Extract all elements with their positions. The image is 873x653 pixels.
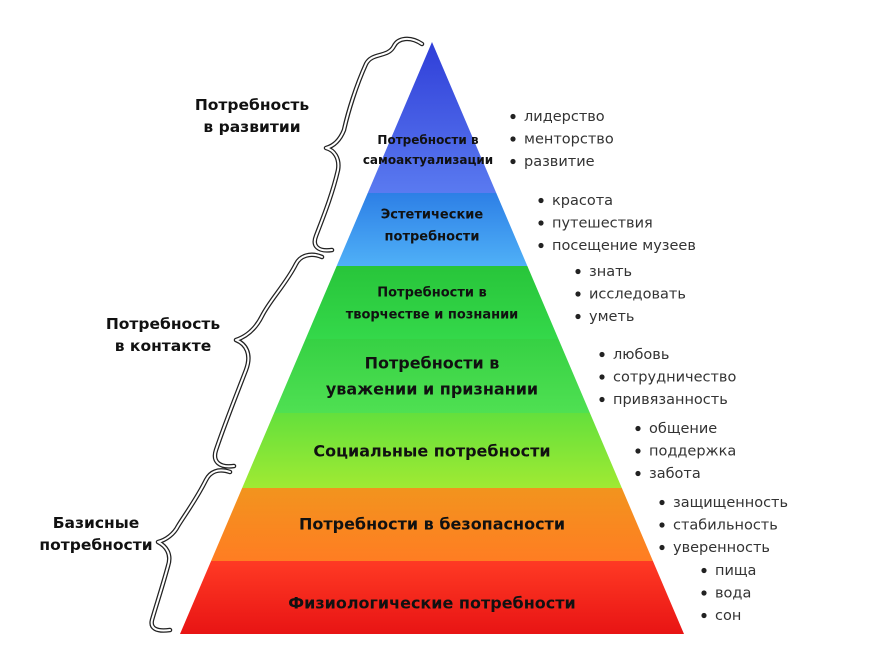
example-item: красота bbox=[552, 193, 613, 209]
bullet-dot bbox=[635, 425, 641, 432]
level-label-physio: Физиологические потребности bbox=[288, 594, 575, 613]
bullet-dot bbox=[701, 567, 707, 574]
example-item: посещение музеев bbox=[552, 238, 696, 254]
bullet-dot bbox=[575, 268, 581, 275]
brace-contact bbox=[212, 252, 325, 469]
examples-social: общение поддержка забота bbox=[635, 421, 736, 482]
brace-development bbox=[312, 36, 425, 253]
example-item: вода bbox=[715, 586, 751, 602]
group-label-basic: Базисные потребности bbox=[39, 514, 152, 554]
bullet-dot bbox=[538, 197, 544, 204]
bullet-dot bbox=[538, 242, 544, 249]
example-item: поддержка bbox=[649, 444, 736, 460]
group-label-development: Потребность в развитии bbox=[195, 96, 310, 136]
group-label-line: Потребность bbox=[106, 315, 221, 333]
example-item: стабильность bbox=[673, 518, 778, 534]
bullet-dot bbox=[510, 113, 516, 120]
example-item: уметь bbox=[589, 309, 634, 325]
level-label-self: самоактуализации bbox=[363, 153, 493, 167]
level-label-aesthetic: Эстетические bbox=[381, 208, 484, 223]
example-item: лидерство bbox=[524, 109, 605, 125]
bullet-dot bbox=[599, 351, 605, 358]
level-label-aesthetic: потребности bbox=[385, 230, 480, 245]
level-safety: Потребности в безопасности bbox=[211, 488, 653, 561]
level-label-respect: Потребности в bbox=[365, 354, 500, 373]
level-shape-social bbox=[242, 413, 622, 488]
group-label-line: Потребность bbox=[195, 96, 310, 114]
pyramid-layers: Потребности в самоактуализацииЭстетически… bbox=[180, 42, 684, 634]
example-item: пища bbox=[715, 563, 756, 579]
examples-aesthetic: красота путешествия посещение музеев bbox=[538, 193, 696, 254]
examples-respect: любовь сотрудничество привязанность bbox=[599, 347, 736, 408]
level-label-safety: Потребности в безопасности bbox=[299, 515, 565, 534]
level-respect: Потребности в уважении и признании bbox=[274, 339, 590, 413]
level-label-social: Социальные потребности bbox=[313, 442, 550, 461]
example-item: уверенность bbox=[673, 540, 770, 556]
examples-self: лидерство менторство развитие bbox=[510, 109, 614, 170]
group-braces bbox=[149, 36, 425, 633]
example-item: привязанность bbox=[613, 392, 728, 408]
example-item: забота bbox=[649, 466, 701, 482]
example-item: сотрудничество bbox=[613, 370, 736, 386]
bullet-dot bbox=[701, 590, 707, 596]
example-item: исследовать bbox=[589, 287, 686, 303]
example-item: любовь bbox=[613, 347, 669, 363]
group-label-line: потребности bbox=[39, 536, 152, 554]
level-creativity: Потребности в творчестве и познании bbox=[305, 266, 559, 339]
bullet-dot bbox=[575, 291, 581, 297]
example-item: общение bbox=[649, 421, 717, 437]
bullet-dot bbox=[575, 313, 581, 320]
bullet-dot bbox=[635, 448, 641, 454]
level-shape-self bbox=[367, 42, 497, 193]
bullet-dot bbox=[659, 499, 665, 506]
level-shape-aesthetic bbox=[336, 193, 528, 266]
level-shape-respect bbox=[274, 339, 590, 413]
example-item: развитие bbox=[524, 154, 595, 170]
group-label-line: в контакте bbox=[115, 337, 212, 355]
example-item: знать bbox=[589, 264, 632, 280]
level-label-respect: уважении и признании bbox=[326, 380, 538, 399]
bullet-dot bbox=[510, 158, 516, 165]
bullet-dot bbox=[659, 544, 665, 551]
level-self: Потребности в самоактуализации bbox=[363, 42, 497, 193]
level-label-self: Потребности в bbox=[377, 133, 479, 147]
bullet-dot bbox=[599, 396, 605, 403]
example-item: путешествия bbox=[552, 216, 653, 232]
group-label-line: в развитии bbox=[203, 118, 300, 136]
brace-basic bbox=[149, 468, 233, 633]
examples-safety: защищенность стабильность уверенность bbox=[659, 495, 788, 556]
level-shape-physio bbox=[180, 561, 684, 634]
group-label-contact: Потребность в контакте bbox=[106, 315, 221, 355]
examples-creativity: знать исследовать уметь bbox=[575, 264, 686, 325]
bullet-dot bbox=[538, 220, 544, 226]
example-item: менторство bbox=[524, 132, 614, 148]
group-label-line: Базисные bbox=[53, 514, 140, 532]
bullet-dot bbox=[599, 374, 605, 380]
level-label-creativity: творчестве и познании bbox=[346, 308, 519, 323]
level-physio: Физиологические потребности bbox=[180, 561, 684, 634]
level-shape-creativity bbox=[305, 266, 559, 339]
bullet-dot bbox=[635, 470, 641, 477]
bullet-dot bbox=[510, 136, 516, 142]
bullet-dot bbox=[659, 522, 665, 528]
bullet-dot bbox=[701, 612, 707, 619]
need-examples: лидерство менторство развитие красота путеше… bbox=[510, 109, 788, 624]
level-label-creativity: Потребности в bbox=[377, 286, 487, 301]
examples-physio: пища вода сон bbox=[701, 563, 756, 624]
level-social: Социальные потребности bbox=[242, 413, 622, 488]
level-shape-safety bbox=[211, 488, 653, 561]
example-item: защищенность bbox=[673, 495, 788, 511]
level-aesthetic: Эстетические потребности bbox=[336, 193, 528, 266]
example-item: сон bbox=[715, 608, 741, 624]
